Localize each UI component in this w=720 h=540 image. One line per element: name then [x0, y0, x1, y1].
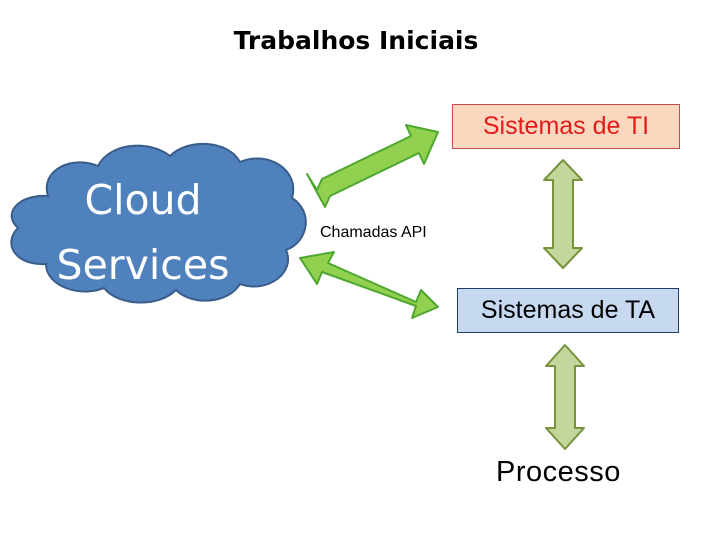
arrow-ta-to-process — [545, 344, 585, 450]
api-calls-label: Chamadas API — [320, 224, 427, 241]
cloud-label-line1: Cloud — [84, 176, 202, 224]
arrow-ti-to-ta — [543, 159, 583, 269]
cloud-shape — [10, 142, 307, 304]
arrow-cloud-to-ta — [299, 251, 439, 319]
box-sistemas-ti: Sistemas de TI — [452, 104, 680, 149]
arrow-cloud-to-ti — [306, 124, 439, 208]
slide-title: Trabalhos Iniciais — [233, 26, 479, 55]
process-label: Processo — [496, 456, 621, 488]
cloud-services-label: Cloud Services — [30, 168, 256, 298]
cloud-label-line2: Services — [56, 240, 230, 289]
box-sistemas-ta: Sistemas de TA — [457, 288, 679, 333]
